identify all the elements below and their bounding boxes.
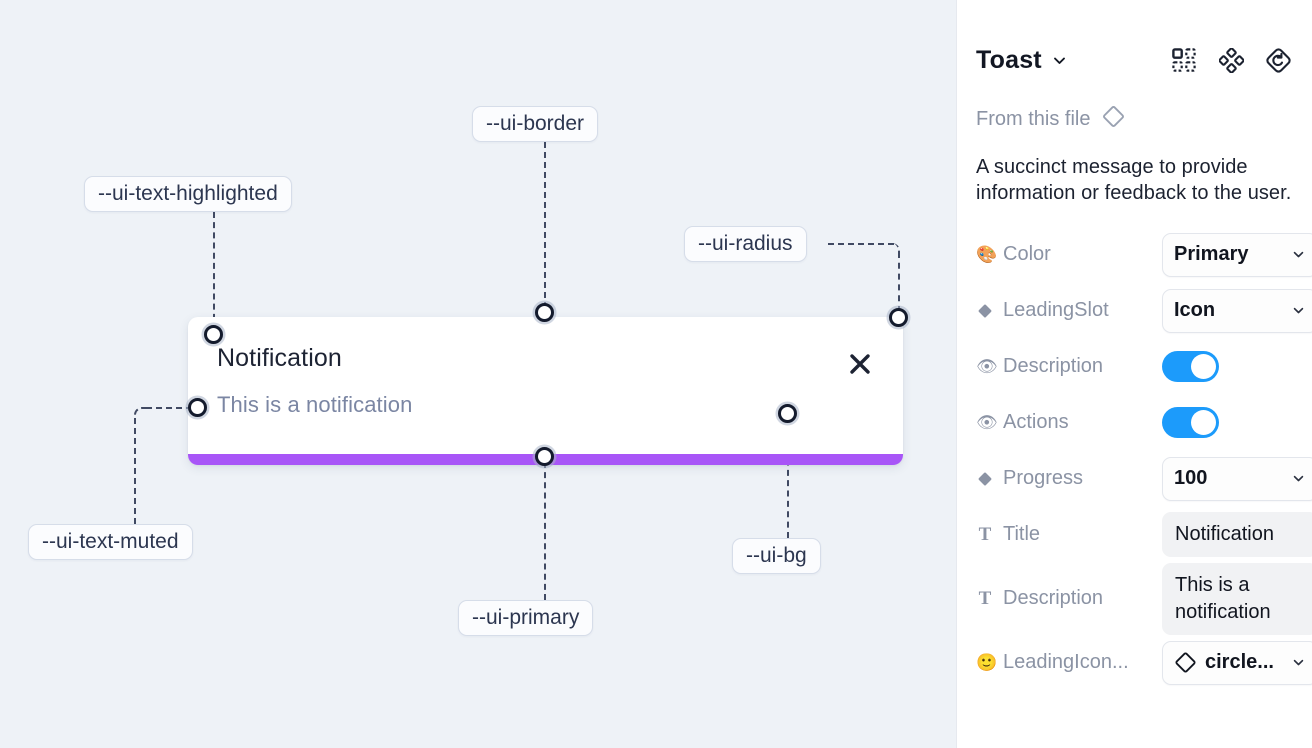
token-pill-label: --ui-primary (472, 606, 580, 629)
connector-text-muted-corner (134, 407, 148, 421)
property-label-description-text: T Description (976, 587, 1162, 610)
token-pill-radius[interactable]: --ui-radius (684, 226, 807, 262)
chevron-down-icon (1291, 655, 1306, 670)
four-diamonds-icon[interactable] (1216, 45, 1246, 75)
connector-primary (544, 462, 546, 600)
diamond-outline-icon (1101, 104, 1126, 134)
reset-component-icon[interactable] (1263, 45, 1293, 75)
close-x-icon[interactable] (845, 349, 875, 379)
anchor-dot-border[interactable] (535, 303, 554, 322)
properties-panel: Toast (956, 0, 1312, 748)
token-pill-label: --ui-bg (746, 544, 807, 567)
toast-title: Notification (217, 344, 342, 372)
property-control-description-visible (1162, 351, 1293, 383)
properties-list: 🎨 Color Primary (976, 227, 1312, 691)
anchor-dot-primary[interactable] (535, 447, 554, 466)
eye-emoji-icon: 👁 (976, 357, 998, 377)
token-pill-label: --ui-radius (698, 232, 793, 255)
toast-description: This is a notification (217, 392, 413, 417)
property-row-title: T Title Notification (976, 507, 1312, 563)
title-input[interactable]: Notification (1162, 512, 1312, 558)
connector-radius-v (898, 252, 900, 312)
progress-select[interactable]: 100 (1162, 456, 1312, 501)
token-pill-border[interactable]: --ui-border (472, 106, 599, 142)
toast-preview-card[interactable]: Notification This is a notification (188, 317, 903, 465)
palette-emoji-icon: 🎨 (976, 245, 998, 265)
token-pill-text-highlighted[interactable]: --ui-text-highlighted (84, 176, 292, 212)
property-label-color: 🎨 Color (976, 243, 1051, 266)
token-pill-label: --ui-text-highlighted (98, 182, 278, 205)
property-label-title: T Title (976, 523, 1162, 546)
panel-header: Toast (976, 32, 1293, 88)
toggle-knob (1191, 354, 1216, 380)
leading-icon-select[interactable]: circle... (1162, 640, 1312, 685)
property-control-progress: 100 (1162, 456, 1312, 501)
chevron-down-icon (1291, 471, 1306, 486)
panel-title: Toast (976, 45, 1042, 74)
connector-text-muted-v (134, 418, 136, 524)
property-control-actions-visible (1162, 407, 1293, 439)
property-row-description-text: T Description This is a notification (976, 562, 1312, 635)
connector-text-highlighted (213, 212, 215, 330)
token-pill-label: --ui-text-muted (42, 530, 179, 553)
chevron-down-icon (1291, 303, 1306, 318)
anchor-dot-text-muted[interactable] (188, 398, 207, 417)
property-row-color: 🎨 Color Primary (976, 227, 1312, 283)
eye-emoji-icon: 👁 (976, 413, 998, 433)
property-control-color: Primary (1162, 232, 1312, 277)
token-pill-bg[interactable]: --ui-bg (732, 538, 821, 574)
smiley-emoji-icon: 🙂 (976, 653, 998, 673)
text-t-icon: T (978, 523, 992, 545)
property-label-progress: Progress (976, 467, 1162, 490)
property-control-leading-slot: Icon (1162, 288, 1312, 333)
property-row-leading-icon: 🙂 LeadingIcon... circle... (976, 635, 1312, 691)
panel-header-icons (1169, 45, 1293, 75)
leading-slot-select[interactable]: Icon (1162, 288, 1312, 333)
text-t-icon: T (978, 587, 992, 609)
connector-radius-corner (884, 243, 900, 259)
actions-toggle[interactable] (1162, 407, 1219, 439)
chevron-down-icon[interactable] (1051, 52, 1068, 69)
property-label-leading-icon: 🙂 LeadingIcon... (976, 651, 1129, 674)
token-pill-text-muted[interactable]: --ui-text-muted (28, 524, 193, 560)
property-label-actions-visible: 👁 Actions (976, 411, 1069, 434)
property-control-leading-icon: circle... (1162, 640, 1312, 685)
toggle-knob (1191, 410, 1216, 436)
diamond-outline-icon (1174, 651, 1197, 674)
token-pill-primary[interactable]: --ui-primary (458, 600, 594, 636)
property-label-description-visible: 👁 Description (976, 355, 1104, 378)
connector-radius-h (828, 243, 894, 245)
from-this-file-row[interactable]: From this file (976, 104, 1293, 134)
anchor-dot-radius[interactable] (889, 308, 908, 327)
connector-text-muted-h (146, 407, 192, 409)
property-row-description-visible: 👁 Description (976, 339, 1293, 395)
anchor-dot-bg[interactable] (778, 404, 797, 423)
chevron-down-icon (1291, 247, 1306, 262)
property-control-description-text: This is a notification (1162, 562, 1312, 635)
diamond-filled-icon (976, 471, 994, 487)
property-row-actions-visible: 👁 Actions (976, 395, 1293, 451)
color-select[interactable]: Primary (1162, 232, 1312, 277)
design-canvas[interactable]: Notification This is a notification --ui… (0, 0, 956, 748)
description-toggle[interactable] (1162, 351, 1219, 383)
property-label-leading-slot: LeadingSlot (976, 299, 1162, 322)
token-pill-label: --ui-border (486, 112, 585, 135)
from-this-file-label: From this file (976, 107, 1091, 130)
property-control-title: Notification (1162, 512, 1312, 558)
property-row-leading-slot: LeadingSlot Icon (976, 283, 1312, 339)
connector-border (544, 142, 546, 308)
component-description: A succinct message to provide informatio… (976, 156, 1292, 205)
component-grid-icon[interactable] (1169, 45, 1199, 75)
anchor-dot-text-highlighted[interactable] (204, 325, 223, 344)
property-row-progress: Progress 100 (976, 451, 1312, 507)
diamond-filled-icon (976, 303, 994, 319)
description-input[interactable]: This is a notification (1162, 562, 1312, 635)
